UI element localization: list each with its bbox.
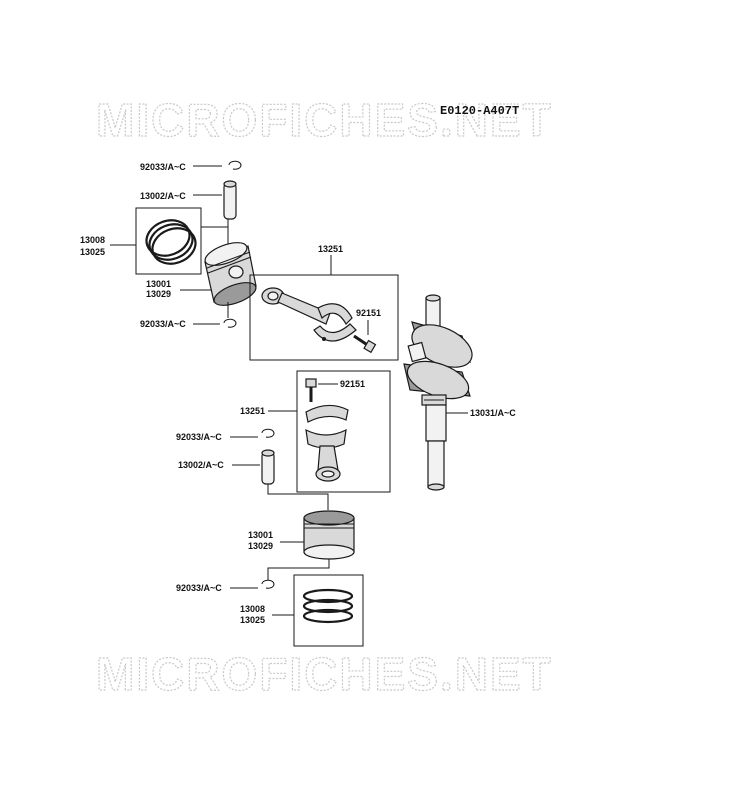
snap-ring-mid-a	[261, 428, 275, 438]
label-snap-ring-mid-b: 92033/A~C	[176, 583, 222, 593]
label-rod-mid: 13251	[240, 406, 265, 416]
label-snap-ring-mid-a: 92033/A~C	[176, 432, 222, 442]
crankshaft	[403, 294, 473, 491]
connecting-rod-mid	[305, 404, 349, 482]
label-rings-mid-a: 13008	[240, 604, 265, 614]
piston-mid	[303, 510, 355, 560]
label-snap-ring-top-b: 92033/A~C	[140, 319, 186, 329]
label-piston-top-a: 13001	[146, 279, 171, 289]
label-piston-top-b: 13029	[146, 289, 171, 299]
piston-pin-top	[223, 180, 237, 220]
connecting-rod-top	[261, 287, 357, 342]
piston-pin-mid	[261, 449, 275, 485]
label-snap-ring-top-a: 92033/A~C	[140, 162, 186, 172]
label-pin-top: 13002/A~C	[140, 191, 186, 201]
rod-top-box	[249, 274, 399, 361]
bolt-mid	[305, 378, 317, 402]
label-bolt-mid: 92151	[340, 379, 365, 389]
snap-ring-top-b	[223, 318, 237, 328]
rings-mid-box	[293, 574, 364, 647]
label-rings-top-b: 13025	[80, 247, 105, 257]
rings-top-box	[135, 207, 202, 275]
piston-top	[204, 242, 257, 306]
label-rings-mid-b: 13025	[240, 615, 265, 625]
piston-rings-top	[145, 219, 197, 265]
label-pin-mid: 13002/A~C	[178, 460, 224, 470]
snap-ring-top-a	[228, 160, 242, 170]
diagram-code: E0120-A407T	[440, 104, 519, 118]
label-piston-mid-a: 13001	[248, 530, 273, 540]
label-crankshaft: 13031/A~C	[470, 408, 516, 418]
watermark-top: MICROFICHES.NET	[96, 94, 553, 146]
piston-rings-mid	[302, 588, 354, 624]
label-rod-top: 13251	[318, 244, 343, 254]
label-rings-top-a: 13008	[80, 235, 105, 245]
watermark-bottom: MICROFICHES.NET	[96, 648, 553, 700]
snap-ring-mid-b	[261, 579, 275, 589]
bolt-top	[353, 334, 377, 354]
label-bolt-top: 92151	[356, 308, 381, 318]
rod-mid-box	[296, 370, 391, 493]
label-piston-mid-b: 13029	[248, 541, 273, 551]
